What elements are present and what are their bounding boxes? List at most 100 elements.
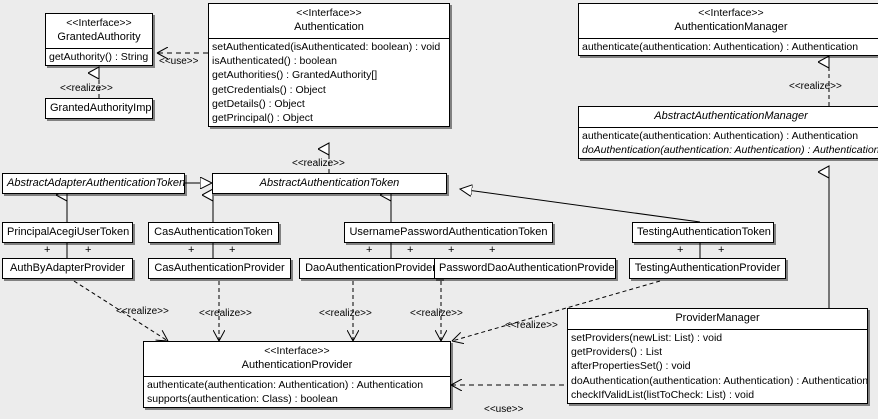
operation: afterPropertiesSet() : void xyxy=(571,360,691,373)
class-auth-by-adapter-provider[interactable]: AuthByAdapterProvider xyxy=(2,258,133,279)
class-header: <<Interface>> AuthenticationManager xyxy=(579,4,878,38)
class-username-password-authentication-token[interactable]: UsernamePasswordAuthenticationToken xyxy=(344,222,553,243)
class-cas-authentication-provider[interactable]: CasAuthenticationProvider xyxy=(148,258,291,279)
class-abstract-adapter-authentication-token[interactable]: AbstractAdapterAuthenticationToken xyxy=(2,173,185,194)
stereotype-label: <<Interface>> xyxy=(296,7,362,19)
class-name: CasAuthenticationToken xyxy=(154,226,273,238)
class-header: UsernamePasswordAuthenticationToken xyxy=(345,223,552,242)
operation: isAuthenticated() : boolean xyxy=(212,55,337,68)
class-header: CasAuthenticationToken xyxy=(149,223,278,242)
class-testing-authentication-token[interactable]: TestingAuthenticationToken xyxy=(632,222,774,243)
operations-compartment: setAuthenticated(isAuthenticated: boolea… xyxy=(209,38,449,126)
operation: getAuthorities() : GrantedAuthority[] xyxy=(212,69,378,82)
class-name: AuthenticationProvider xyxy=(241,359,353,371)
class-name: PasswordDaoAuthenticationProvider xyxy=(439,262,616,274)
class-header: TestingAuthenticationToken xyxy=(633,223,773,242)
relationship-label-realize-granted-authority: <<realize>> xyxy=(60,83,113,94)
relationship-label-use-provider-manager: <<use>> xyxy=(484,404,524,415)
multiplicity-marker: + xyxy=(44,244,51,256)
operations-compartment: authenticate(authentication: Authenticat… xyxy=(144,376,450,407)
class-cas-authentication-token[interactable]: CasAuthenticationToken xyxy=(148,222,279,243)
relationship-label-realize-auth-by-adapter: <<realize>> xyxy=(116,306,169,317)
class-testing-authentication-provider[interactable]: TestingAuthenticationProvider xyxy=(629,258,786,279)
operation: authenticate(authentication: Authenticat… xyxy=(582,41,859,53)
operation: setProviders(newList: List) : void xyxy=(571,332,723,344)
operation: supports(authentication: Class) : boolea… xyxy=(147,393,338,406)
class-header: AbstractAuthenticationManager xyxy=(579,107,878,127)
class-dao-authentication-provider[interactable]: DaoAuthenticationProvider xyxy=(299,258,442,279)
class-header: TestingAuthenticationProvider xyxy=(630,259,785,278)
operations-compartment: getAuthority() : String xyxy=(46,48,152,65)
class-header: AbstractAdapterAuthenticationToken xyxy=(3,174,184,193)
class-name: DaoAuthenticationProvider xyxy=(305,262,436,274)
class-name: GrantedAuthority xyxy=(57,31,141,43)
operation: getDetails() : Object xyxy=(212,97,305,110)
class-abstract-authentication-token[interactable]: AbstractAuthenticationToken xyxy=(212,173,447,194)
multiplicity-marker: + xyxy=(407,244,414,256)
multiplicity-marker: + xyxy=(85,244,92,256)
operation: checkIfValidList(listToCheck: List) : vo… xyxy=(571,388,755,401)
operation: doAuthentication(authentication: Authent… xyxy=(571,374,868,387)
multiplicity-marker: + xyxy=(489,244,496,256)
multiplicity-marker: + xyxy=(229,244,236,256)
relationship-label-use-granted-authority: <<use>> xyxy=(159,56,199,67)
class-header: DaoAuthenticationProvider xyxy=(300,259,441,278)
class-header: GrantedAuthorityImpl xyxy=(46,99,152,118)
multiplicity-marker: + xyxy=(718,244,725,256)
operation: getAuthority() : String xyxy=(49,51,149,63)
class-header: PrincipalAcegiUserToken xyxy=(3,223,132,242)
class-granted-authority[interactable]: <<Interface>> GrantedAuthority getAuthor… xyxy=(45,13,153,67)
stereotype-label: <<Interface>> xyxy=(66,17,132,29)
operations-compartment: authenticate(authentication: Authenticat… xyxy=(579,127,878,158)
multiplicity-marker: + xyxy=(188,244,195,256)
operations-compartment: authenticate(authentication: Authenticat… xyxy=(579,38,878,55)
multiplicity-marker: + xyxy=(366,244,373,256)
class-granted-authority-impl[interactable]: GrantedAuthorityImpl xyxy=(45,98,153,119)
multiplicity-marker: + xyxy=(448,244,455,256)
class-header: AuthByAdapterProvider xyxy=(3,259,132,278)
class-name: AbstractAdapterAuthenticationToken xyxy=(7,177,185,189)
stereotype-label: <<Interface>> xyxy=(264,345,330,357)
class-header: CasAuthenticationProvider xyxy=(149,259,290,278)
class-authentication[interactable]: <<Interface>> Authentication setAuthenti… xyxy=(208,3,450,128)
operation: doAuthentication(authentication: Authent… xyxy=(582,144,878,157)
class-header: <<Interface>> GrantedAuthority xyxy=(46,14,152,48)
operation: getCredentials() : Object xyxy=(212,83,326,96)
class-name: TestingAuthenticationProvider xyxy=(634,262,781,274)
class-name: Authentication xyxy=(294,21,364,33)
relationship-label-realize-authentication: <<realize>> xyxy=(292,158,345,169)
operation: setAuthenticated(isAuthenticated: boolea… xyxy=(212,41,441,53)
relationship-label-realize-authentication-manager: <<realize>> xyxy=(789,81,842,92)
operation: getProviders() : List xyxy=(571,346,663,359)
class-name: UsernamePasswordAuthenticationToken xyxy=(349,226,548,238)
operation: getPrincipal() : Object xyxy=(212,112,313,125)
class-authentication-provider[interactable]: <<Interface>> AuthenticationProvider aut… xyxy=(143,341,451,409)
class-name: AbstractAuthenticationManager xyxy=(654,110,808,122)
class-provider-manager[interactable]: ProviderManager setProviders(newList: Li… xyxy=(567,308,868,405)
class-name: PrincipalAcegiUserToken xyxy=(7,226,130,238)
class-abstract-authentication-manager[interactable]: AbstractAuthenticationManager authentica… xyxy=(578,106,878,160)
class-name: AuthenticationManager xyxy=(674,21,788,33)
class-header: PasswordDaoAuthenticationProvider xyxy=(435,259,615,278)
class-name: CasAuthenticationProvider xyxy=(154,262,285,274)
class-principal-acegi-user-token[interactable]: PrincipalAcegiUserToken xyxy=(2,222,133,243)
relationship-label-realize-dao-provider: <<realize>> xyxy=(319,308,372,319)
class-header: <<Interface>> AuthenticationProvider xyxy=(144,342,450,376)
class-authentication-manager[interactable]: <<Interface>> AuthenticationManager auth… xyxy=(578,3,878,57)
relationship-label-realize-password-dao-provider: <<realize>> xyxy=(410,308,463,319)
class-password-dao-authentication-provider[interactable]: PasswordDaoAuthenticationProvider xyxy=(434,258,616,279)
class-name: AbstractAuthenticationToken xyxy=(259,177,400,189)
class-name: ProviderManager xyxy=(675,312,760,324)
operations-compartment: setProviders(newList: List) : void getPr… xyxy=(568,329,867,403)
relationship-label-realize-cas-provider: <<realize>> xyxy=(199,308,252,319)
stereotype-label: <<Interface>> xyxy=(698,7,764,19)
class-header: <<Interface>> Authentication xyxy=(209,4,449,38)
multiplicity-marker: + xyxy=(677,244,684,256)
class-header: AbstractAuthenticationToken xyxy=(213,174,446,193)
class-name: GrantedAuthorityImpl xyxy=(50,102,153,114)
class-header: ProviderManager xyxy=(568,309,867,329)
class-name: TestingAuthenticationToken xyxy=(637,226,771,238)
relationship-label-realize-testing-provider: <<realize>> xyxy=(505,320,558,331)
operation: authenticate(authentication: Authenticat… xyxy=(582,130,859,142)
